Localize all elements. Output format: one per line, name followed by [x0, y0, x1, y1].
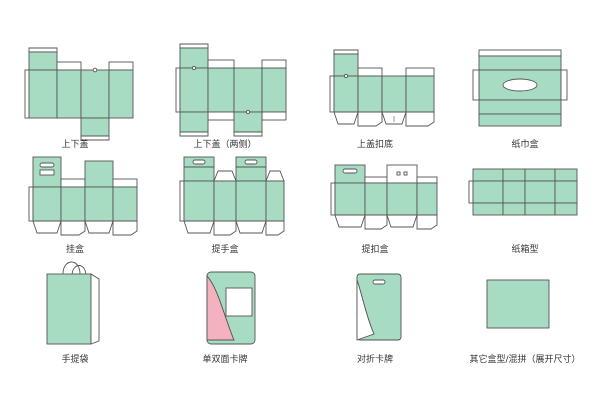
label-paper-bag: 手提袋	[61, 355, 89, 365]
diagram-tissue-box	[472, 49, 568, 127]
diagram-top-lid-lock-bottom	[329, 49, 435, 127]
diagram-top-bottom-lid-sides	[175, 43, 287, 137]
label-handle-lock-box: 提扣盒	[361, 245, 389, 255]
label-single-double-card: 单双面卡牌	[202, 355, 248, 365]
diagram-handle-lock-box	[330, 164, 438, 230]
label-folded-card: 对折卡牌	[356, 355, 393, 365]
label-carton-type: 纸箱型	[511, 245, 539, 255]
label-hanging-box: 挂盒	[65, 245, 84, 255]
diagram-top-bottom-lid	[24, 47, 134, 141]
label-other-box-mixed: 其它盒型/混拼（展开尺寸）	[469, 355, 581, 365]
diagram-folded-card	[356, 273, 402, 341]
diagram-hanging-box	[28, 156, 138, 236]
label-handle-box: 提手盒	[211, 245, 239, 255]
label-top-bottom-lid: 上下盖	[61, 140, 89, 150]
diagram-carton-type	[468, 168, 578, 216]
diagram-paper-bag	[46, 261, 100, 345]
label-tissue-box: 纸巾盒	[511, 140, 539, 150]
diagram-single-double-card	[206, 271, 256, 345]
diagram-other-box-mixed	[486, 279, 550, 329]
label-top-bottom-lid-sides: 上下盖（两侧）	[193, 140, 257, 150]
label-top-lid-lock-bottom: 上盖扣底	[356, 140, 393, 150]
diagram-handle-box	[179, 156, 285, 236]
